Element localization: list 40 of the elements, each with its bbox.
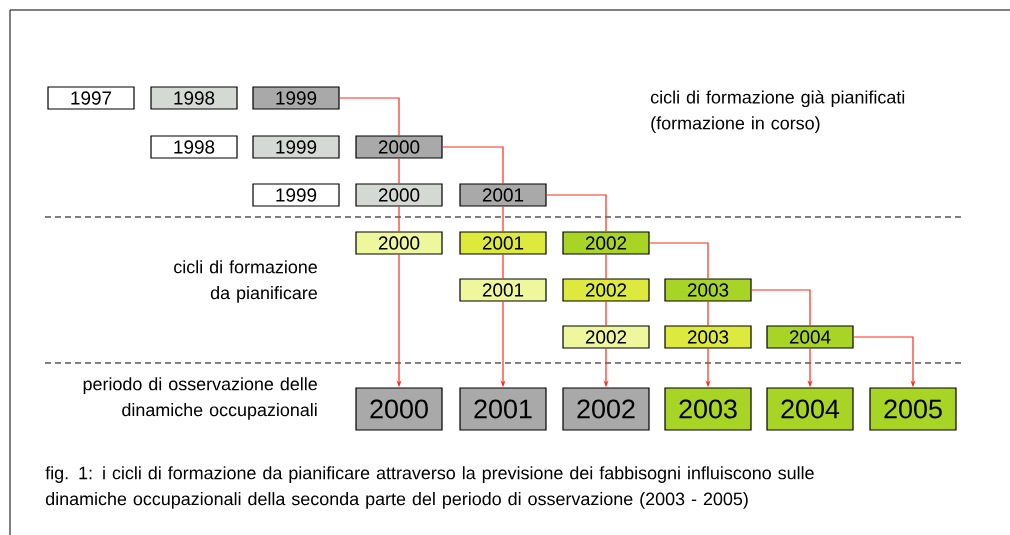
year-box: 2000 (355, 231, 443, 255)
year-box: 2002 (562, 231, 650, 255)
year-box: 2003 (664, 278, 752, 302)
year-box: 2002 (562, 278, 650, 302)
observation-year-box: 2004 (766, 387, 854, 431)
connector-line (707, 301, 709, 326)
connector-line (751, 289, 811, 326)
connector-line (398, 206, 400, 232)
section-label: periodo di osservazione delle dinamiche occupazionali (83, 377, 317, 420)
year-box: 2004 (766, 325, 854, 349)
connector-line (442, 146, 504, 184)
connector-line (502, 206, 504, 232)
figure-caption: fig. 1: i cicli di formazione da pianificare attraverso la previsione dei fabbisogni influiscono sulle dinamiche occupazionali della seconda parte del periodo di osservazione (2003 - 2005) (45, 466, 814, 509)
year-box: 2002 (562, 325, 650, 349)
connector-line (339, 97, 400, 136)
section-label: cicli di formazione da pianificare (174, 260, 317, 303)
year-box: 2001 (459, 278, 547, 302)
year-box: 2001 (459, 231, 547, 255)
year-box: 1999 (252, 135, 340, 159)
connector-line (398, 158, 400, 184)
observation-year-box: 2003 (664, 387, 752, 431)
note-text: cicli di formazione già pianificati (formazione in corso) (650, 90, 905, 133)
year-box: 1997 (47, 86, 135, 110)
observation-year-box: 2005 (869, 387, 957, 431)
year-box: 2000 (355, 135, 443, 159)
observation-year-box: 2000 (355, 387, 443, 431)
connector-line (546, 194, 607, 232)
observation-year-box: 2002 (562, 387, 650, 431)
connector-line (649, 242, 709, 279)
year-box: 1998 (150, 86, 238, 110)
year-box: 1999 (252, 183, 340, 207)
connector-line (502, 254, 504, 279)
connector-line (605, 301, 607, 326)
connector-line (605, 254, 607, 279)
year-box: 1999 (252, 86, 340, 110)
year-box: 2001 (459, 183, 547, 207)
observation-year-box: 2001 (459, 387, 547, 431)
year-box: 2003 (664, 325, 752, 349)
year-box: 2000 (355, 183, 443, 207)
year-box: 1998 (150, 135, 238, 159)
